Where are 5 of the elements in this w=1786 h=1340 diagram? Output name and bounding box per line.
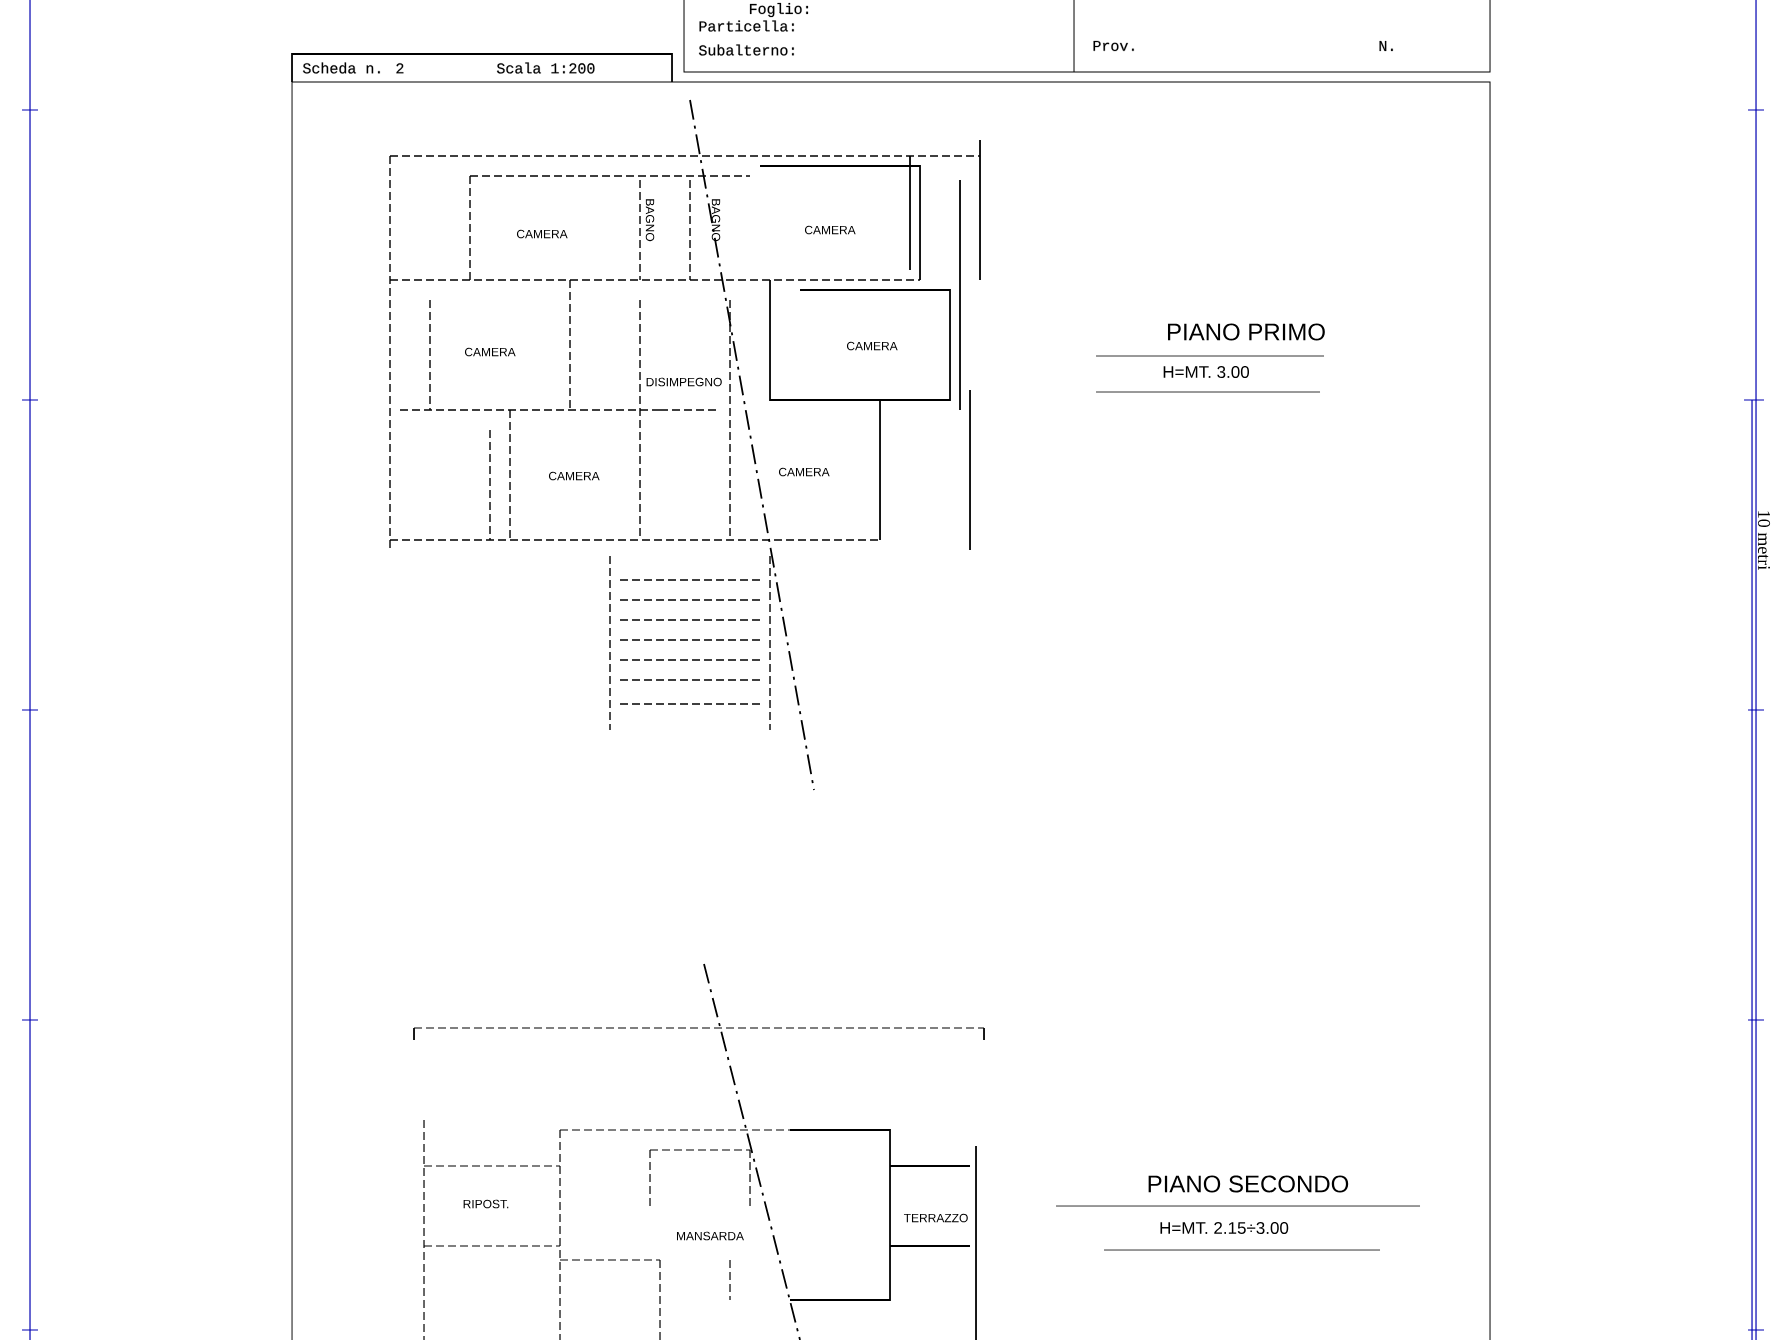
- height-label: H=MT. 3.00: [1163, 366, 1250, 378]
- floor-title: PIANO SECONDO: [1148, 1175, 1349, 1193]
- floor-title: PIANO PRIMO: [1168, 323, 1325, 341]
- scale-bar-label: 10 metri: [1757, 511, 1771, 570]
- height-label: H=MT. 2.15÷3.00: [1160, 1222, 1289, 1234]
